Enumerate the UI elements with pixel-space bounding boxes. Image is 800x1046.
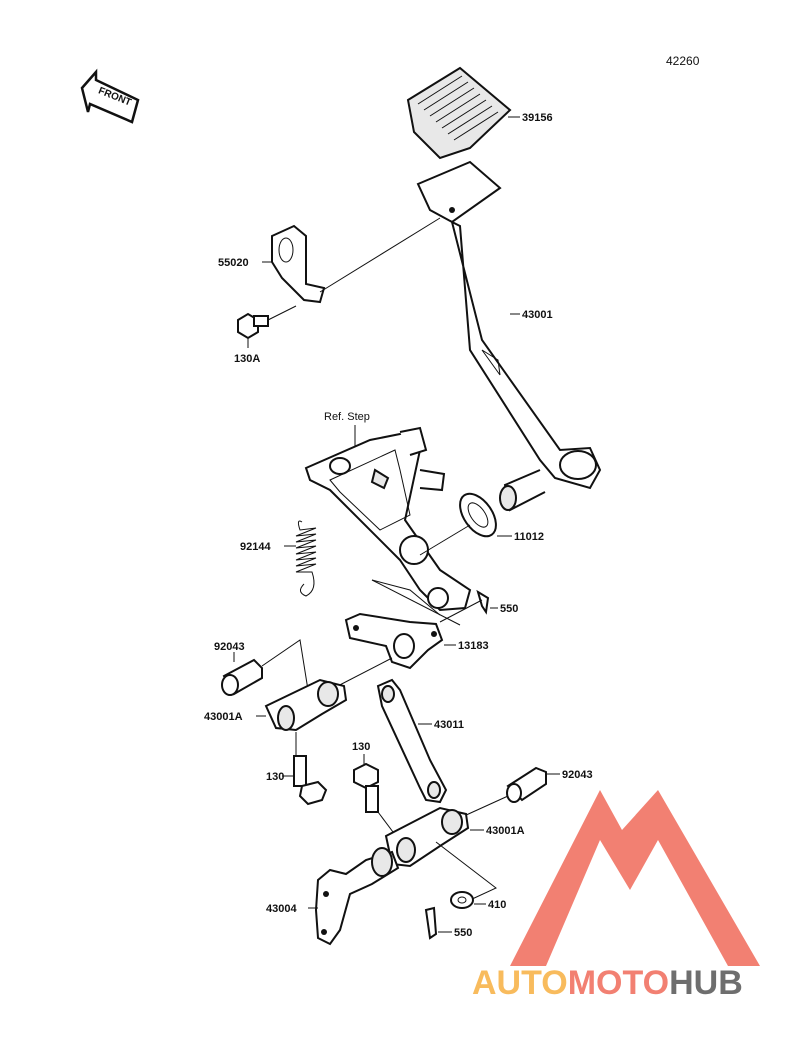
label-43004: 43004 <box>266 903 297 915</box>
bolt-130-center <box>353 762 379 813</box>
label-410: 410 <box>488 899 506 911</box>
diagram-code: 42260 <box>666 54 700 68</box>
label-13183: 13183 <box>458 640 489 652</box>
shaft-lever-43004 <box>314 847 400 946</box>
footrest-bracket <box>304 426 472 612</box>
washer-11012 <box>459 492 497 538</box>
label-43011: 43011 <box>434 719 464 731</box>
pin-92043-lower <box>506 766 547 803</box>
label-130-center: 130 <box>352 741 370 753</box>
brake-pedal-lever <box>416 160 602 512</box>
label-92043-lower: 92043 <box>562 769 593 781</box>
joint-43001a-lower <box>384 806 470 868</box>
joint-43001a-upper <box>264 678 348 732</box>
bolt-130a <box>237 312 269 340</box>
automotohub-logo: AUTOMOTOHUB <box>472 790 760 1002</box>
arm-13183 <box>344 612 444 670</box>
label-92144: 92144 <box>240 541 271 553</box>
label-ref-step: Ref. Step <box>324 411 370 423</box>
bracket-55020 <box>271 224 326 304</box>
brake-pedal-pad <box>406 66 512 160</box>
watermark-text: AUTOMOTOHUB <box>472 964 743 1002</box>
label-43001: 43001 <box>522 309 553 321</box>
label-130a: 130A <box>234 353 260 365</box>
label-11012: 11012 <box>514 531 544 543</box>
front-arrow-icon: FRONT <box>80 68 140 124</box>
cotter-pin-550-lower <box>424 906 438 940</box>
cotter-pin-550-upper <box>476 589 490 615</box>
bolt-130-left <box>293 755 328 806</box>
pin-92043-upper <box>221 658 263 696</box>
spring-92144 <box>295 520 317 597</box>
label-550-upper: 550 <box>500 603 518 615</box>
label-43001a-upper: 43001A <box>204 711 243 723</box>
label-92043-upper: 92043 <box>214 641 245 653</box>
label-550-lower: 550 <box>454 927 472 939</box>
label-39156: 39156 <box>522 112 553 124</box>
washer-410 <box>450 891 474 909</box>
link-rod-43011 <box>376 678 448 804</box>
label-43001a-lower: 43001A <box>486 825 525 837</box>
label-55020: 55020 <box>218 257 249 269</box>
label-130-left: 130 <box>266 771 284 783</box>
